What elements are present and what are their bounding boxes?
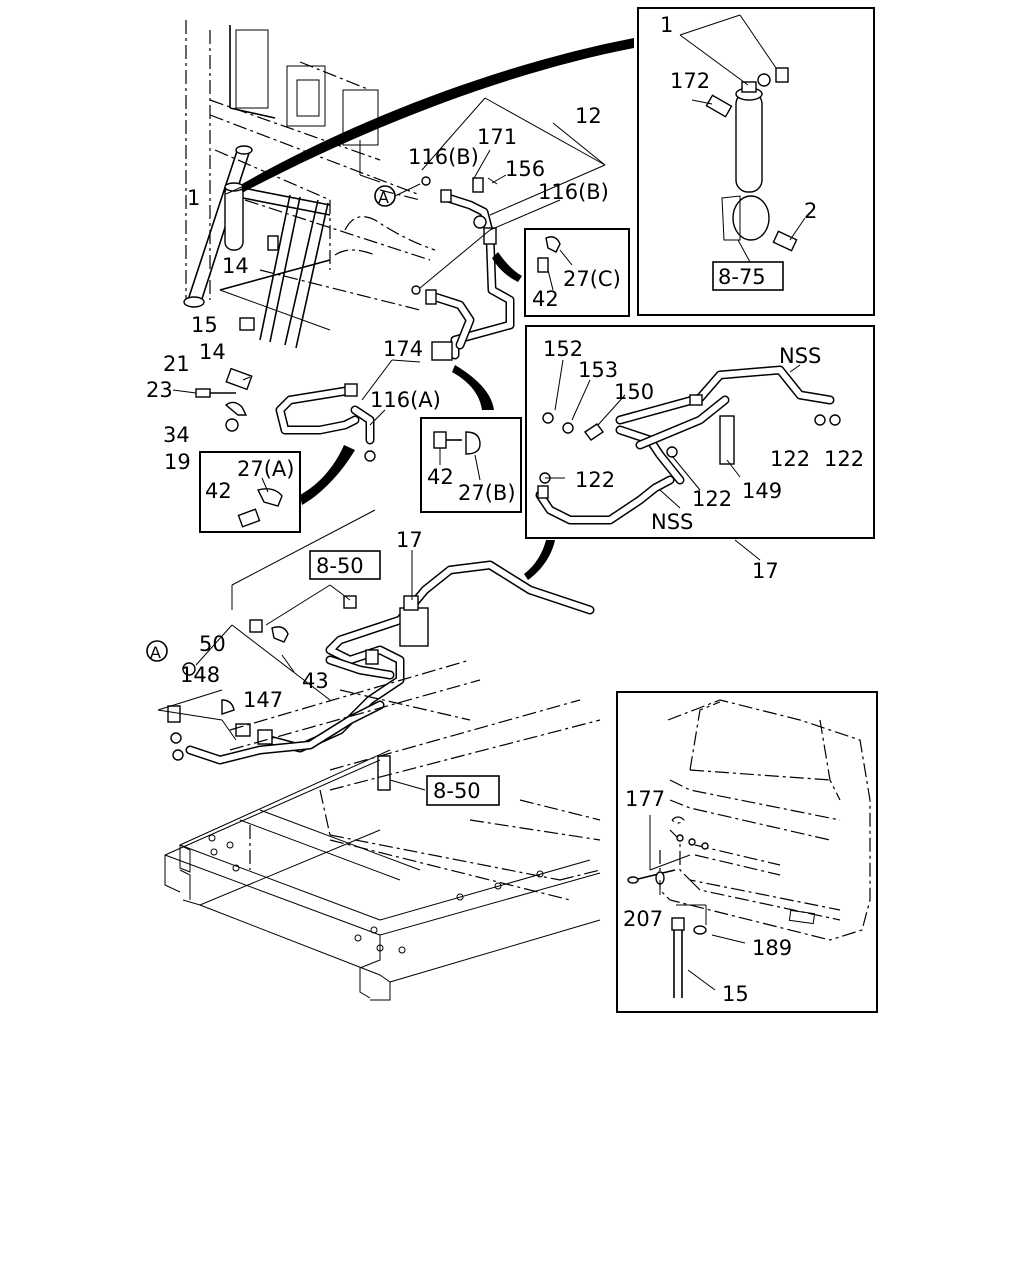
callout-177: 177 bbox=[625, 787, 665, 811]
callout-1-inset: 1 bbox=[660, 13, 673, 37]
ref-box-8-50a bbox=[309, 550, 381, 580]
callout-42a: 42 bbox=[205, 479, 232, 503]
arrow-from-17 bbox=[524, 540, 555, 580]
leader-to-inset bbox=[235, 38, 634, 194]
callout-15: 15 bbox=[191, 313, 218, 337]
callout-34: 34 bbox=[163, 423, 190, 447]
inset-clip-c bbox=[524, 228, 630, 317]
inset-pipe-17-parts bbox=[535, 359, 841, 561]
callout-153: 153 bbox=[578, 358, 618, 382]
callout-27a: 27(A) bbox=[237, 457, 294, 481]
callout-50: 50 bbox=[199, 632, 226, 656]
callout-nss-2: NSS bbox=[651, 510, 693, 534]
callout-14a: 14 bbox=[222, 254, 249, 278]
leaders-12 bbox=[225, 97, 606, 289]
inset-drier-parts bbox=[679, 14, 806, 263]
callout-122-a: 122 bbox=[770, 447, 810, 471]
callout-189: 189 bbox=[752, 936, 792, 960]
callout-122-d: 122 bbox=[692, 487, 732, 511]
callout-8-75: 8-75 bbox=[718, 265, 766, 289]
inset-clip-b-parts bbox=[433, 431, 481, 481]
circle-a2-letter: A bbox=[150, 643, 161, 662]
callout-42c: 42 bbox=[532, 287, 559, 311]
callout-43: 43 bbox=[302, 669, 329, 693]
pipe-12-assembly bbox=[411, 176, 515, 361]
inset-clip-a-parts bbox=[237, 477, 283, 528]
callout-17-box: 17 bbox=[752, 559, 779, 583]
lower-pipe-assembly bbox=[157, 509, 595, 791]
callout-148: 148 bbox=[180, 663, 220, 687]
callout-174: 174 bbox=[383, 337, 423, 361]
pipe-174 bbox=[275, 359, 421, 462]
callout-23: 23 bbox=[146, 378, 173, 402]
callout-152: 152 bbox=[543, 337, 583, 361]
arrow-to-clip-a bbox=[300, 445, 355, 505]
callout-8-50b: 8-50 bbox=[433, 779, 481, 803]
callout-17: 17 bbox=[396, 528, 423, 552]
callout-116b-2: 116(B) bbox=[538, 180, 609, 204]
inset-receiver-drier bbox=[637, 7, 875, 316]
callout-8-50a: 8-50 bbox=[316, 554, 364, 578]
callout-19: 19 bbox=[164, 450, 191, 474]
callout-207: 207 bbox=[623, 907, 663, 931]
circle-a1-letter: A bbox=[378, 188, 389, 207]
callout-122-b: 122 bbox=[824, 447, 864, 471]
callout-1-main: 1 bbox=[187, 186, 200, 210]
callout-122-c: 122 bbox=[575, 468, 615, 492]
callout-27c: 27(C) bbox=[563, 267, 621, 291]
callout-2: 2 bbox=[804, 199, 817, 223]
circle-marker-a2 bbox=[146, 640, 168, 662]
callout-116a: 116(A) bbox=[370, 388, 441, 412]
inset-pipe-17 bbox=[525, 325, 875, 539]
inset-cab-front bbox=[616, 691, 878, 1013]
arrow-to-clip-b bbox=[452, 365, 494, 410]
callout-12: 12 bbox=[575, 104, 602, 128]
inset-clip-c-parts bbox=[537, 236, 573, 291]
left-brackets bbox=[172, 367, 253, 432]
arrow-to-clip-c bbox=[492, 252, 522, 282]
callout-15-inset: 15 bbox=[722, 982, 749, 1006]
callout-27b: 27(B) bbox=[458, 481, 516, 505]
callout-labels: 1 172 2 8-75 12 171 156 116(B) 116(B) 1 … bbox=[146, 13, 864, 1006]
callout-21: 21 bbox=[163, 352, 190, 376]
ref-box-8-50b bbox=[426, 775, 500, 806]
callout-149: 149 bbox=[742, 479, 782, 503]
inset-clip-b bbox=[420, 417, 522, 513]
callout-42b: 42 bbox=[427, 465, 454, 489]
callout-116b-1: 116(B) bbox=[408, 145, 479, 169]
chassis-frame bbox=[164, 659, 601, 1001]
callout-nss-1: NSS bbox=[779, 344, 821, 368]
ref-box-8-75 bbox=[712, 261, 784, 291]
callout-14b: 14 bbox=[199, 340, 226, 364]
inset-clip-a bbox=[199, 451, 301, 533]
inset-cab-front-parts bbox=[627, 699, 871, 998]
callout-171: 171 bbox=[477, 125, 517, 149]
receiver-drier-main bbox=[183, 145, 331, 349]
callout-156: 156 bbox=[505, 157, 545, 181]
callout-150: 150 bbox=[614, 380, 654, 404]
callout-172: 172 bbox=[670, 69, 710, 93]
callout-147: 147 bbox=[243, 688, 283, 712]
